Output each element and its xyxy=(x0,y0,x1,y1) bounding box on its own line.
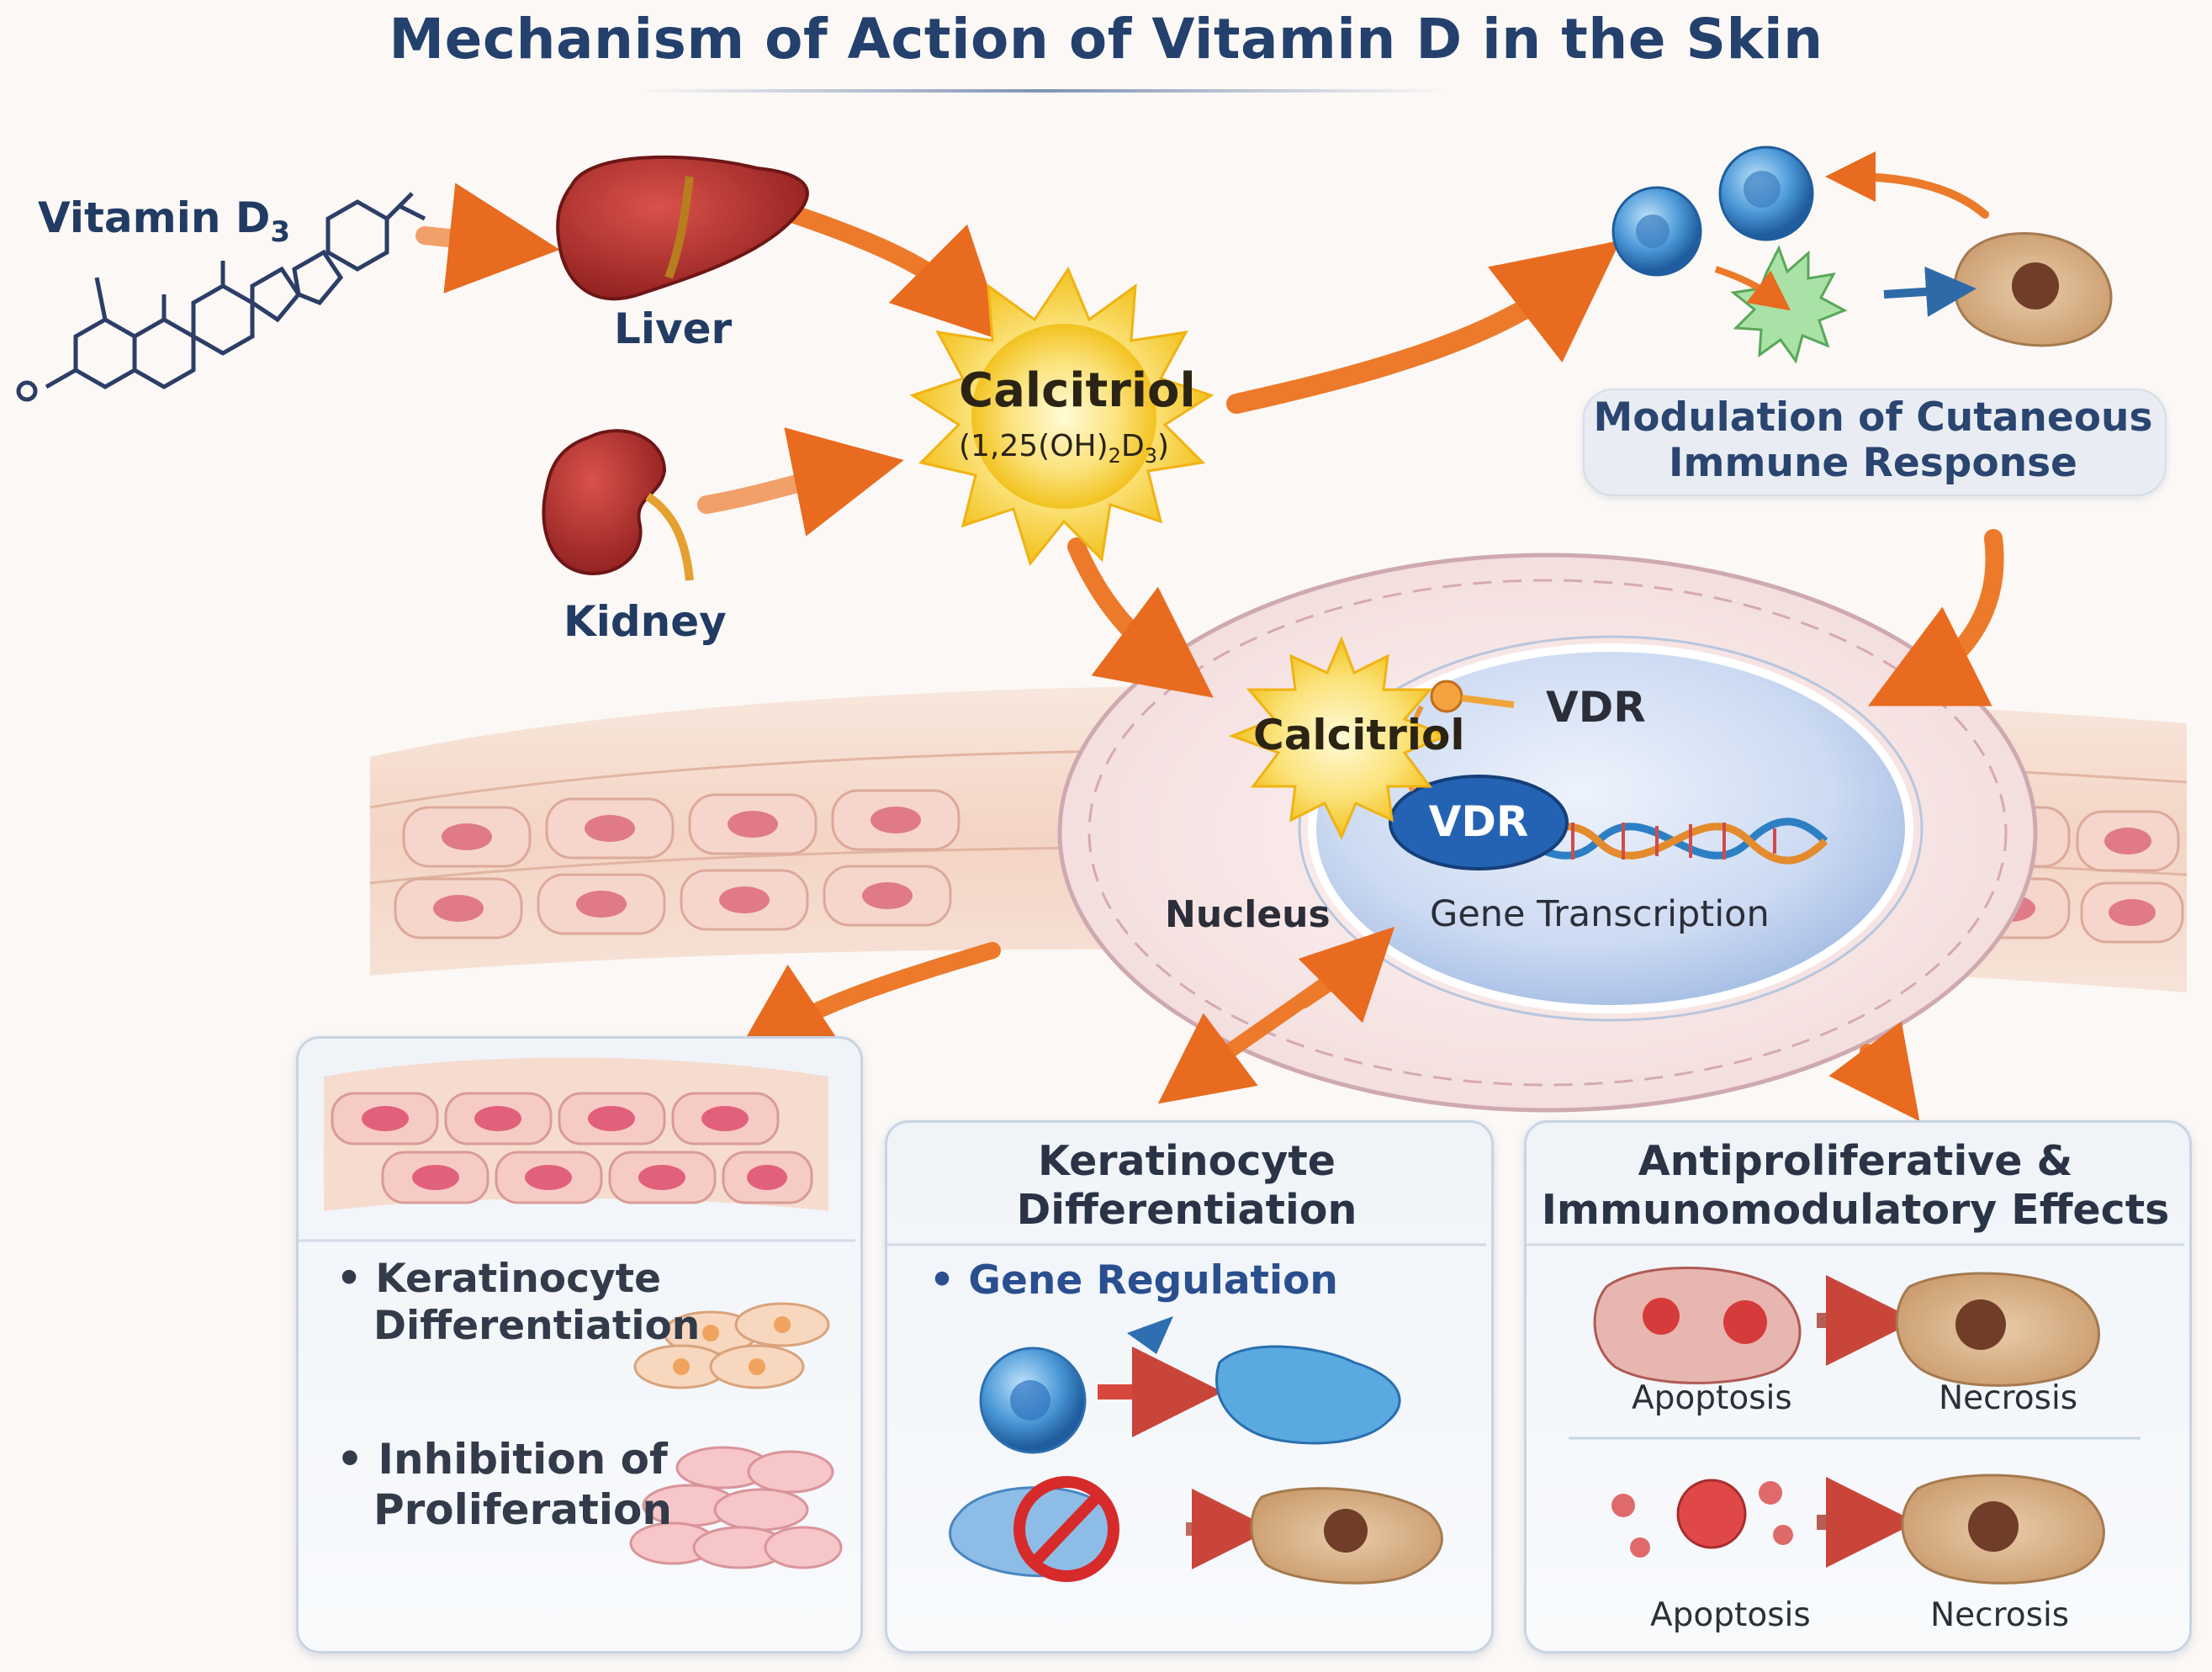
formula-sub2: 3 xyxy=(1144,444,1157,468)
bullet2-line1: Inhibition of xyxy=(378,1435,668,1484)
sun-burst-icon xyxy=(909,266,1214,567)
apoptosis-label-1: Apoptosis xyxy=(1632,1379,1792,1417)
right-title-line1: Antiproliferative & xyxy=(1638,1137,2073,1185)
immune-label-line1: Modulation of Cutaneous xyxy=(1593,394,2153,441)
bullet1-line2: Differentiation xyxy=(373,1303,701,1349)
immune-cell-icon xyxy=(1611,146,2113,364)
vitamin-d3-label: Vitamin D3 xyxy=(38,193,290,249)
gene-transcription-label: Gene Transcription xyxy=(1430,893,1770,935)
formula-part3: ) xyxy=(1156,429,1170,463)
bullet-dot: • xyxy=(336,1256,376,1302)
title-underline xyxy=(639,89,1447,93)
calcitriol-label: Calcitriol xyxy=(959,363,1196,418)
bullet2-line2: Proliferation xyxy=(373,1485,672,1534)
calcitriol-formula: (1,25(OH)2D3) xyxy=(942,429,1186,468)
formula-part2: D xyxy=(1120,429,1145,463)
kidney-label: Kidney xyxy=(564,597,727,646)
immune-response-label: Modulation of Cutaneous Immune Response xyxy=(1583,395,2163,486)
right-panel-title: Antiproliferative & Immunomodulatory Eff… xyxy=(1524,1137,2187,1235)
middle-title-line1: Keratinocyte xyxy=(1038,1137,1336,1185)
apoptosis-label-2: Apoptosis xyxy=(1650,1596,1811,1634)
vdr-label-oval: VDR xyxy=(1428,797,1529,846)
bullet1-line1: Keratinocyte xyxy=(375,1256,661,1302)
pathway-arrows xyxy=(415,151,2004,1122)
formula-part1: (1,25(OH) xyxy=(958,429,1109,463)
formula-sub1: 2 xyxy=(1108,444,1121,468)
bullet-keratinocyte-differentiation: • Keratinocyte Differentiation xyxy=(336,1256,700,1350)
bullet-inhibition-of-proliferation: • Inhibition of Proliferation xyxy=(336,1434,672,1535)
kidney-icon xyxy=(542,429,667,575)
liver-label: Liver xyxy=(614,304,733,353)
sun-burst-icon-small xyxy=(1228,635,1451,840)
right-title-line2: Immunomodulatory Effects xyxy=(1541,1186,2170,1234)
immune-response-pill xyxy=(1583,389,2167,496)
immune-label-line2: Immune Response xyxy=(1669,440,2077,486)
nucleus-calcitriol-label: Calcitriol xyxy=(1253,711,1465,759)
vdr-receptor xyxy=(1389,775,1569,870)
vitamin-d3-subscript: 3 xyxy=(270,215,291,249)
bullet-dot: • xyxy=(929,1257,969,1304)
gene-regulation-text: Gene Regulation xyxy=(968,1257,1338,1304)
middle-panel-title: Keratinocyte Differentiation xyxy=(885,1137,1489,1235)
middle-title-line2: Differentiation xyxy=(1016,1186,1357,1234)
vdr-label-top: VDR xyxy=(1546,683,1646,732)
nucleus-label: Nucleus xyxy=(1165,893,1331,936)
necrosis-label-1: Necrosis xyxy=(1939,1379,2078,1417)
necrosis-label-2: Necrosis xyxy=(1930,1596,2070,1634)
vitamin-d3-text: Vitamin D xyxy=(38,193,271,242)
bullet-gene-regulation: • Gene Regulation xyxy=(929,1257,1338,1304)
page-title: Mechanism of Action of Vitamin D in the … xyxy=(389,7,1823,71)
bullet-dot: • xyxy=(336,1435,378,1484)
vitamin-d3-molecule xyxy=(16,192,426,402)
